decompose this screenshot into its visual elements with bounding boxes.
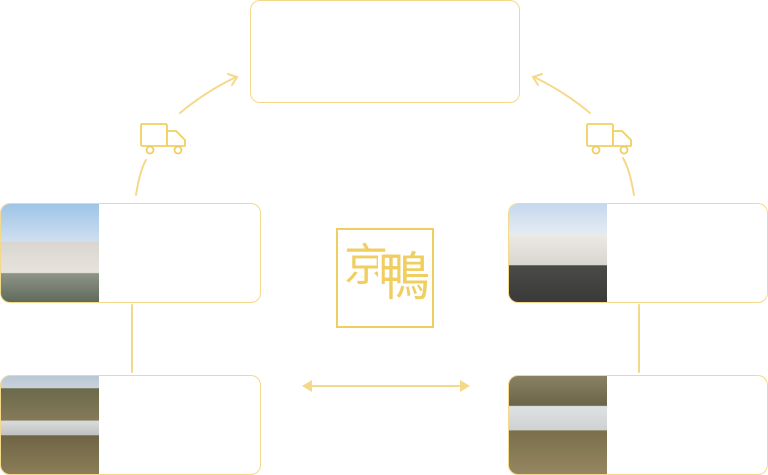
truck-icon xyxy=(586,123,632,155)
seal-char-2: 鴨 xyxy=(378,248,431,308)
flow-arrow-right-upper xyxy=(533,76,591,114)
flow-arrow-left-upper xyxy=(179,76,237,114)
factory-photo xyxy=(509,204,607,302)
flow-arrow-right xyxy=(622,157,635,196)
flow-arrow-left xyxy=(135,159,147,196)
right-farm-box xyxy=(508,375,768,475)
truck-icon xyxy=(140,123,186,155)
office-building-photo xyxy=(1,204,99,302)
farm-aerial-photo xyxy=(1,376,99,474)
left-farm-box xyxy=(0,375,261,475)
farm-aerial-photo-2 xyxy=(509,376,607,474)
top-box xyxy=(250,0,520,103)
brand-seal-logo: 京 鴨 xyxy=(336,228,434,328)
right-facility-box xyxy=(508,203,768,303)
left-facility-box xyxy=(0,203,261,303)
